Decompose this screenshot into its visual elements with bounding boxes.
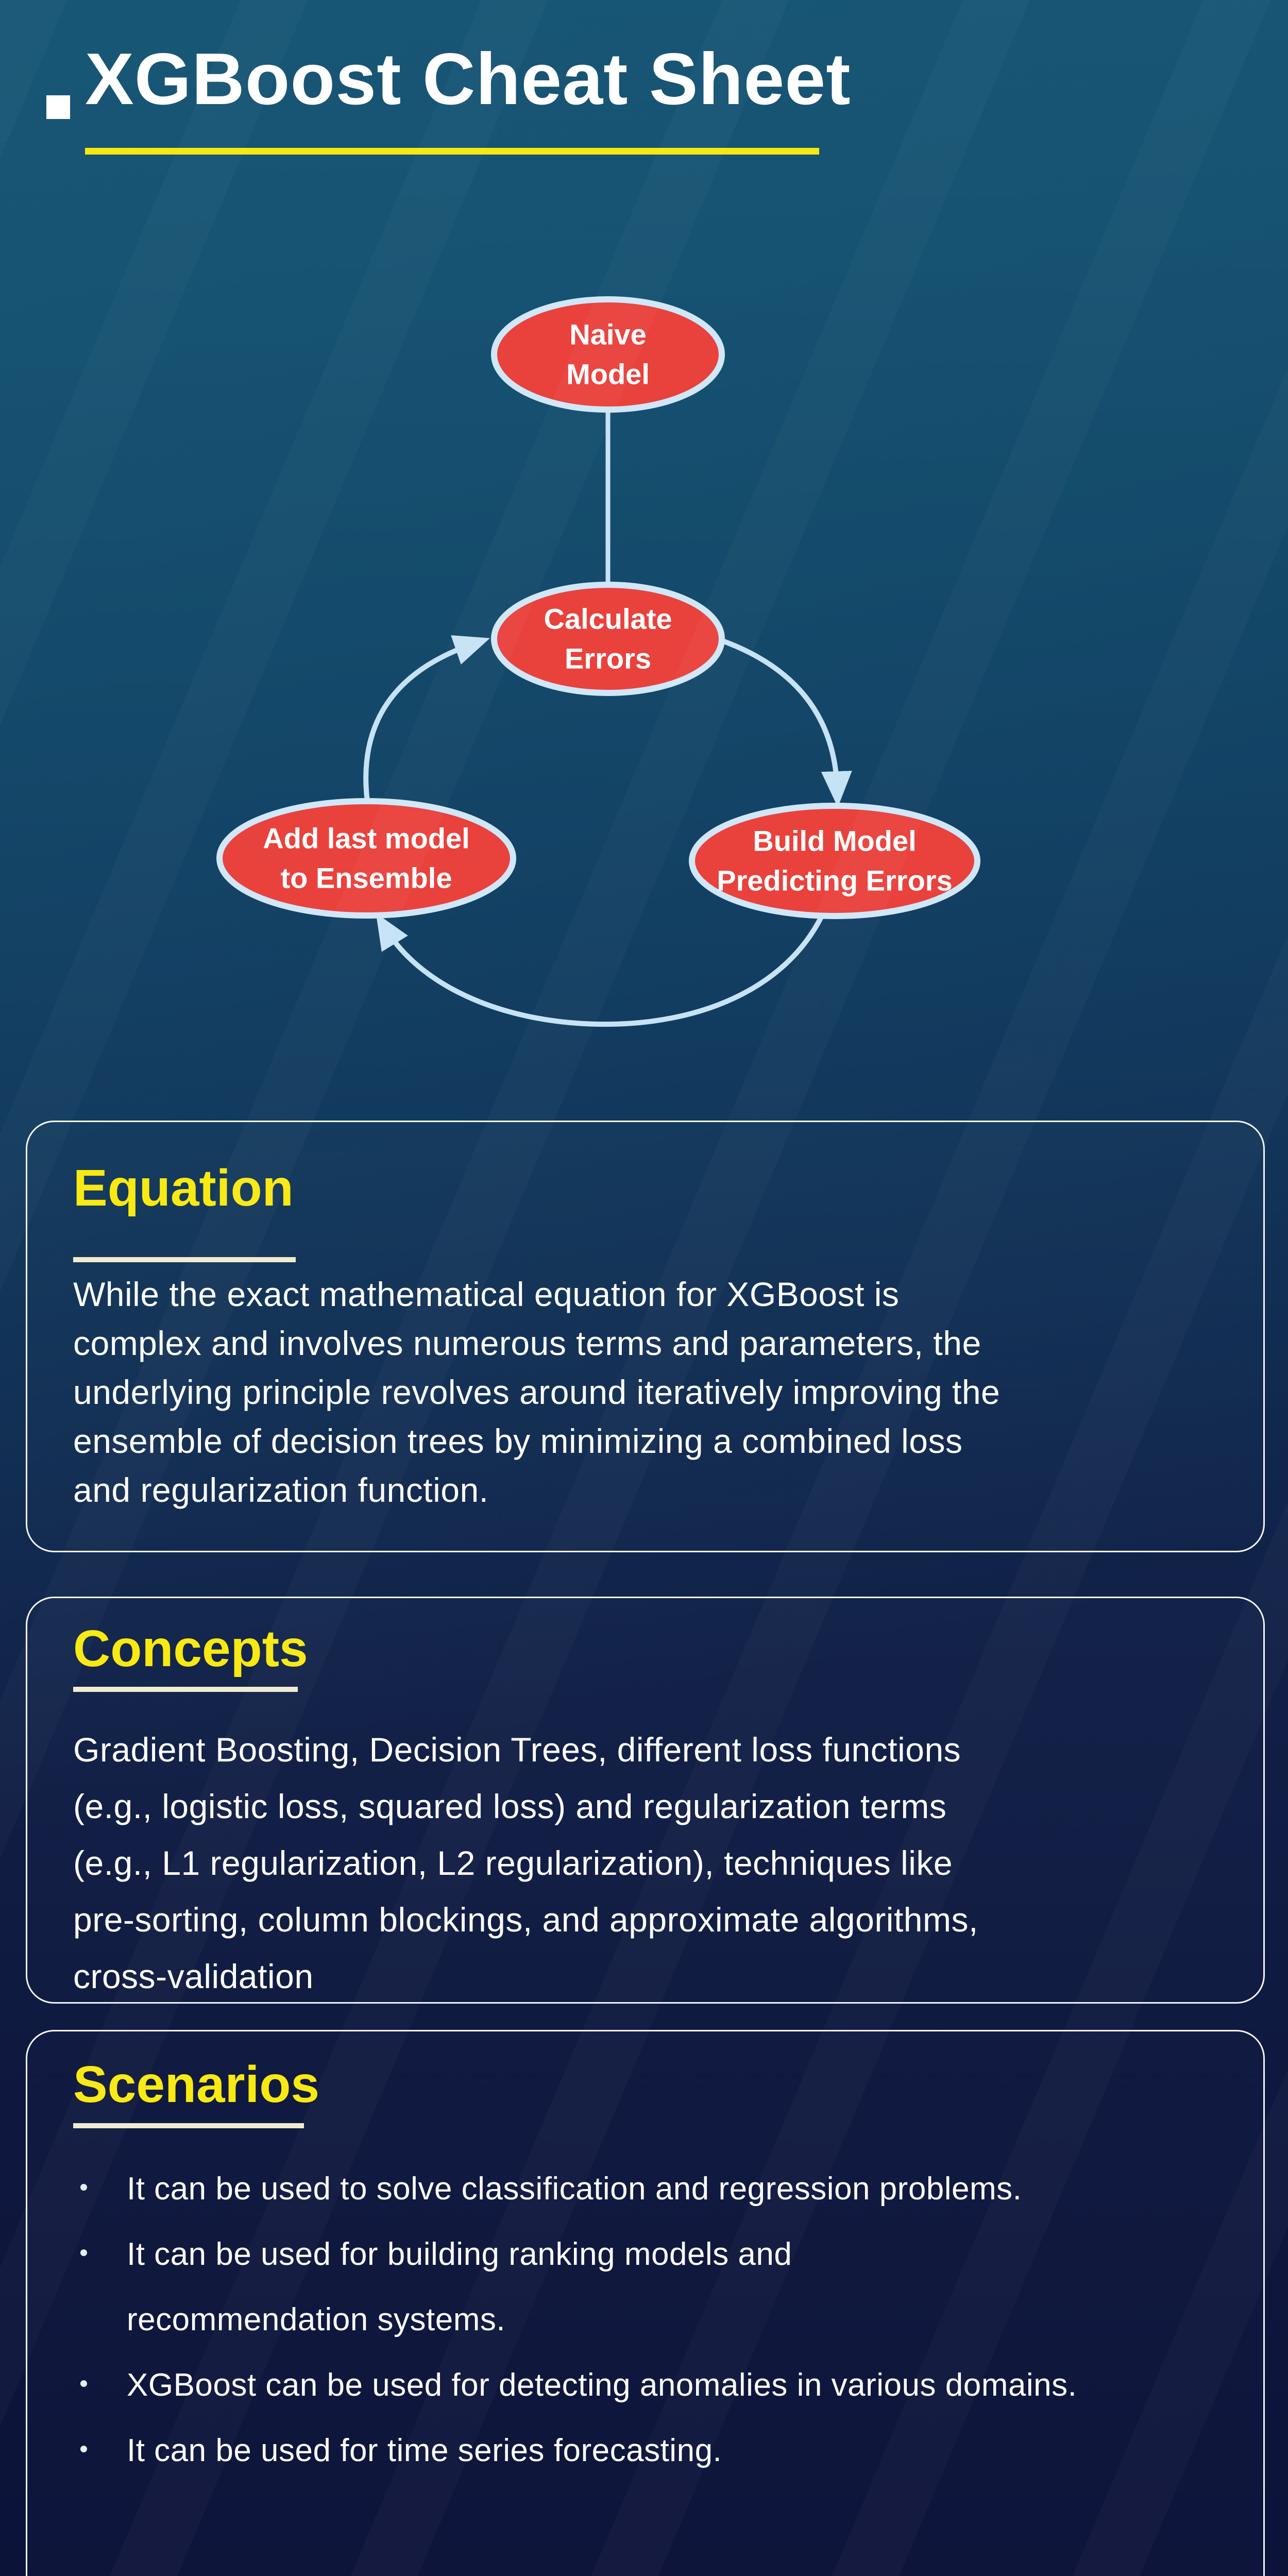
node-add-last-model-label: Add last model to Ensemble — [263, 822, 470, 894]
equation-heading: Equation — [73, 1159, 294, 1217]
equation-heading-underline — [73, 1257, 296, 1262]
arc-build-to-add — [376, 911, 826, 1027]
node-calculate-errors-label: Calculate Errors — [544, 602, 672, 675]
equation-body-text: While the exact mathematical equation fo… — [73, 1275, 1001, 1509]
scenarios-heading-underline — [73, 2123, 304, 2128]
arc-calculate-to-build — [720, 638, 852, 807]
node-build-model-label: Build Model Predicting Errors — [717, 824, 953, 897]
concepts-heading-underline — [73, 1687, 298, 1692]
concepts-heading: Concepts — [73, 1620, 308, 1677]
scenarios-bullet-list: It can be used to solve classification a… — [73, 2156, 1222, 2483]
arc-add-to-calculate — [363, 635, 490, 802]
scenarios-heading: Scenarios — [73, 2056, 320, 2113]
concepts-body-text: Gradient Boosting, Decision Trees, diffe… — [73, 1731, 978, 1995]
scenario-item: It can be used for time series forecasti… — [73, 2418, 1222, 2483]
page-title: XGBoost Cheat Sheet — [85, 38, 851, 120]
node-naive-model-label: Naive Model — [566, 318, 650, 391]
equation-section-box — [26, 1121, 1265, 1552]
title-bullet-square — [46, 95, 70, 119]
scenario-item: It can be used to solve classification a… — [73, 2156, 1222, 2222]
scenarios-section-box — [26, 2030, 1265, 2576]
scenario-item: It can be used for building ranking mode… — [73, 2222, 1222, 2352]
scenario-item: XGBoost can be used for detecting anomal… — [73, 2352, 1222, 2418]
title-underline — [85, 148, 819, 155]
concepts-section-box — [26, 1597, 1265, 2004]
